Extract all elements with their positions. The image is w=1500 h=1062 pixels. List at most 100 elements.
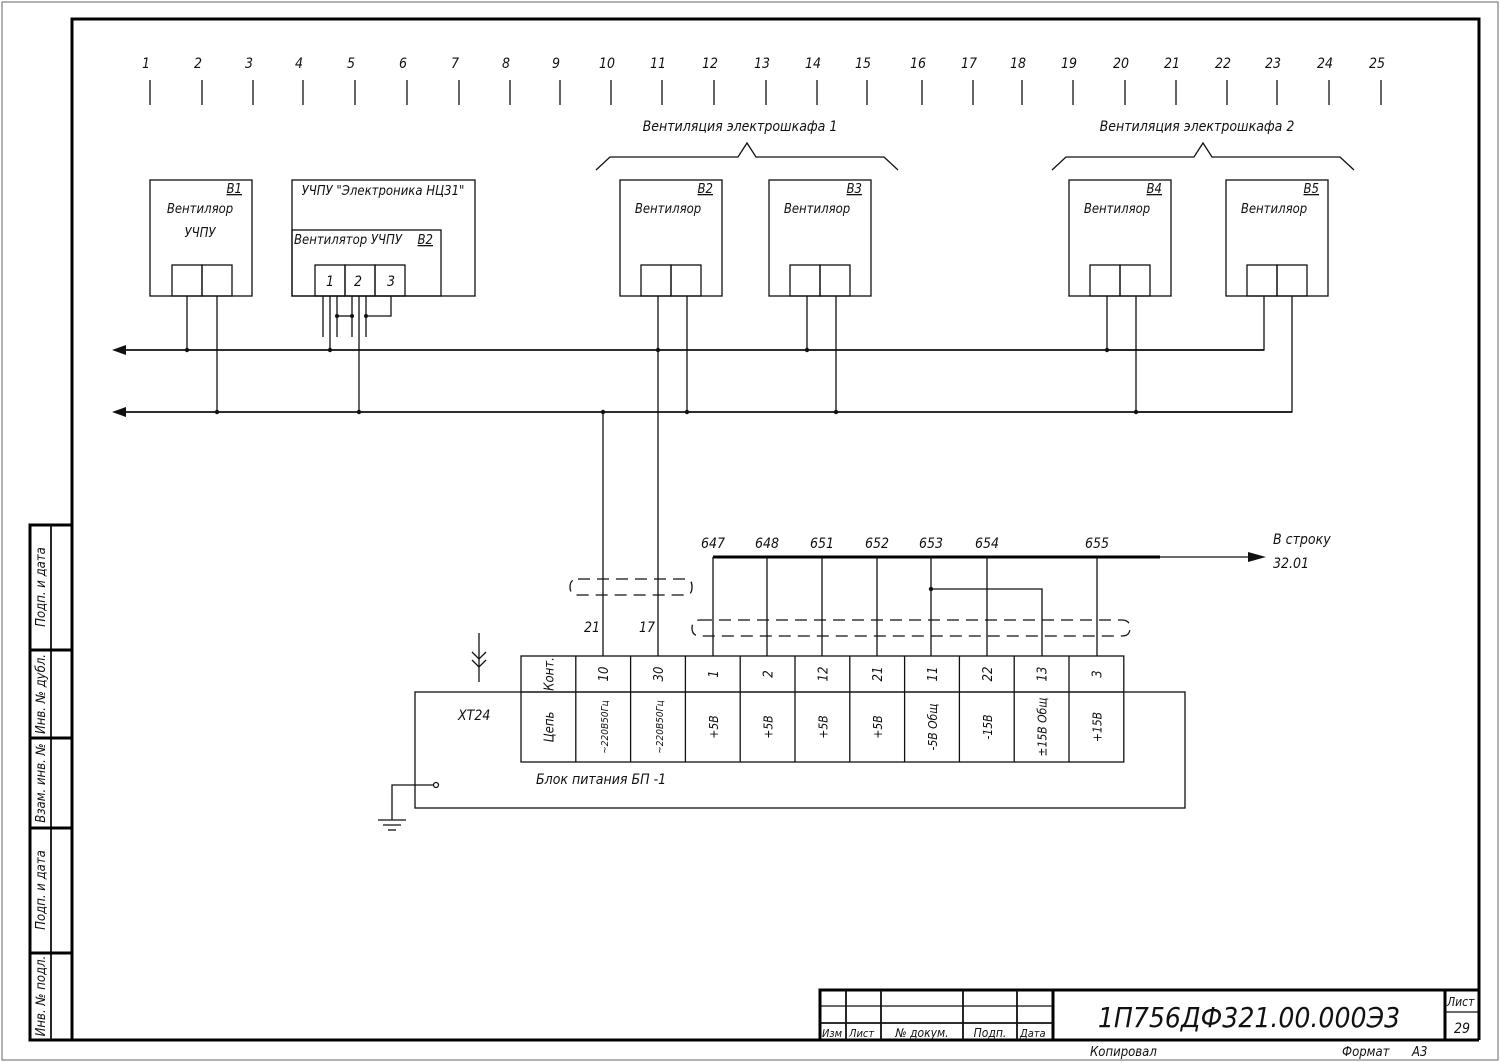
side-stamp-label: Подп. и дата <box>34 850 49 930</box>
bus-wire-label: 647 <box>701 536 725 552</box>
cnc-pin-box <box>374 264 406 297</box>
wire-label: 17 <box>639 620 655 636</box>
column-number: 22 <box>1215 56 1231 72</box>
format-value: А3 <box>1411 1045 1427 1060</box>
cnc-pin-label: 1 <box>326 274 334 290</box>
bus-wire-label: 653 <box>919 536 943 552</box>
power-feed-wires: 21 17 <box>569 350 693 656</box>
connector-ref: ХТ24 <box>457 708 490 724</box>
format-label: Формат <box>1342 1045 1391 1060</box>
copied-label: Копировал <box>1090 1045 1157 1060</box>
column-number: 21 <box>1164 56 1180 72</box>
fan-ref: В5 <box>1304 182 1319 197</box>
cnc-fan-label: Вентилятор УЧПУ <box>294 233 403 248</box>
terminal-contact: 2 <box>762 670 777 677</box>
group-label-2: Вентиляция электрошкафа 2 <box>1100 119 1295 135</box>
column-number: 11 <box>650 56 666 72</box>
terminal-table <box>520 655 1125 763</box>
terminal-circuit: ±15В Общ <box>1036 698 1050 757</box>
title-col-label: Дата <box>1019 1027 1046 1040</box>
fan-terminal <box>1276 264 1308 297</box>
column-number: 3 <box>245 56 253 72</box>
terminal-circuit: +5В <box>762 715 776 738</box>
terminal-circuit: +5В <box>871 715 885 738</box>
bus-destination-line2: 32.01 <box>1273 556 1309 572</box>
column-number: 16 <box>910 56 926 72</box>
column-number: 18 <box>1010 56 1026 72</box>
fan-label: Вентиляор <box>167 202 233 217</box>
side-stamp: Подп. и дата Инв. № дубл. Взам. инв. № П… <box>28 523 74 1042</box>
column-number: 20 <box>1113 56 1129 72</box>
group-label-1: Вентиляция электрошкафа 1 <box>643 119 838 135</box>
column-number: 5 <box>347 56 355 72</box>
document-number: 1П756ДФ321.00.000Э3 <box>1098 1001 1400 1034</box>
terminal-contact: 22 <box>981 667 996 682</box>
fan-label: Вентиляор <box>635 202 701 217</box>
terminal-contact: 10 <box>597 667 612 682</box>
column-number: 24 <box>1317 56 1333 72</box>
fan-B1: В1 Вентиляор УЧПУ <box>149 179 253 297</box>
header-circuit: Цепь <box>542 712 557 743</box>
terminal-circuit: +5В <box>816 715 830 738</box>
cnc-fan-ref: В2 <box>418 233 433 248</box>
fan-label: Вентиляор <box>1084 202 1150 217</box>
connector-symbol <box>471 633 487 682</box>
terminal-circuit: -5В Общ <box>926 704 940 751</box>
fan-terminal <box>819 264 851 297</box>
terminal-contact: 12 <box>816 667 831 682</box>
terminal-circuit: ~220В50Гц <box>600 700 611 753</box>
terminal-contact: 21 <box>871 667 886 682</box>
bus-wire-label: 651 <box>810 536 834 552</box>
bus-destination-line1: В строку <box>1273 532 1331 548</box>
terminal-block: ХТ24 Блок питания БП -1 Конт.Цепь10~220В… <box>378 633 1186 831</box>
title-col-label: Лист <box>848 1027 874 1040</box>
fan-terminal <box>789 264 821 297</box>
fan-terminal <box>1119 264 1151 297</box>
terminal-contact: 1 <box>707 670 722 677</box>
title-col-label: Подп. <box>974 1026 1007 1040</box>
fan-terminal <box>1246 264 1278 297</box>
column-number: 25 <box>1369 56 1385 72</box>
fan-terminal <box>1089 264 1121 297</box>
unit-label: Блок питания БП -1 <box>536 772 666 788</box>
fans-group: В2ВентиляорВ3ВентиляорВ4ВентиляорВ5Венти… <box>619 179 1329 297</box>
bus-lower <box>112 407 1292 417</box>
cnc-unit: УЧПУ "Электроника НЦ31" Вентилятор УЧПУ … <box>291 179 476 412</box>
wire-label: 21 <box>584 620 600 636</box>
sheet-label: Лист <box>1446 995 1475 1009</box>
terminal-circuit: -15В <box>981 714 995 739</box>
column-number: 7 <box>451 56 459 72</box>
sheet-number: 29 <box>1454 1021 1470 1037</box>
group-brace-2: Вентиляция электрошкафа 2 <box>1051 119 1355 171</box>
column-number: 1 <box>142 56 150 72</box>
title-col-label: Изм <box>822 1027 843 1040</box>
fan-ref: В4 <box>1147 182 1162 197</box>
column-number: 4 <box>295 56 303 72</box>
side-stamp-label: Инв. № подл. <box>34 956 49 1037</box>
bus-upper <box>112 345 1264 355</box>
cnc-pin-label: 2 <box>354 274 362 290</box>
column-number: 13 <box>754 56 770 72</box>
fan-ref: В1 <box>227 182 242 197</box>
cnc-unit-title: УЧПУ "Электроника НЦ31" <box>302 184 465 199</box>
bus-wire-label: 654 <box>975 536 999 552</box>
bus-wire-label: 655 <box>1085 536 1109 552</box>
column-number: 23 <box>1265 56 1281 72</box>
fan-label: Вентиляор <box>1241 202 1307 217</box>
terminal-contact: 13 <box>1036 667 1051 682</box>
fan-sublabel: УЧПУ <box>184 226 216 241</box>
title-block: Изм Лист № докум. Подп. Дата 1П756ДФ321.… <box>818 988 1479 1060</box>
side-stamp-label: Инв. № дубл. <box>34 654 49 734</box>
cnc-pin-label: 3 <box>387 274 395 290</box>
ground-icon <box>378 781 440 831</box>
bus-wire-label: 652 <box>865 536 889 552</box>
column-number: 17 <box>961 56 977 72</box>
terminal-contact: 30 <box>652 667 667 682</box>
fan-ref: В3 <box>847 182 862 197</box>
fan-terminal <box>670 264 702 297</box>
column-number: 9 <box>552 56 560 72</box>
